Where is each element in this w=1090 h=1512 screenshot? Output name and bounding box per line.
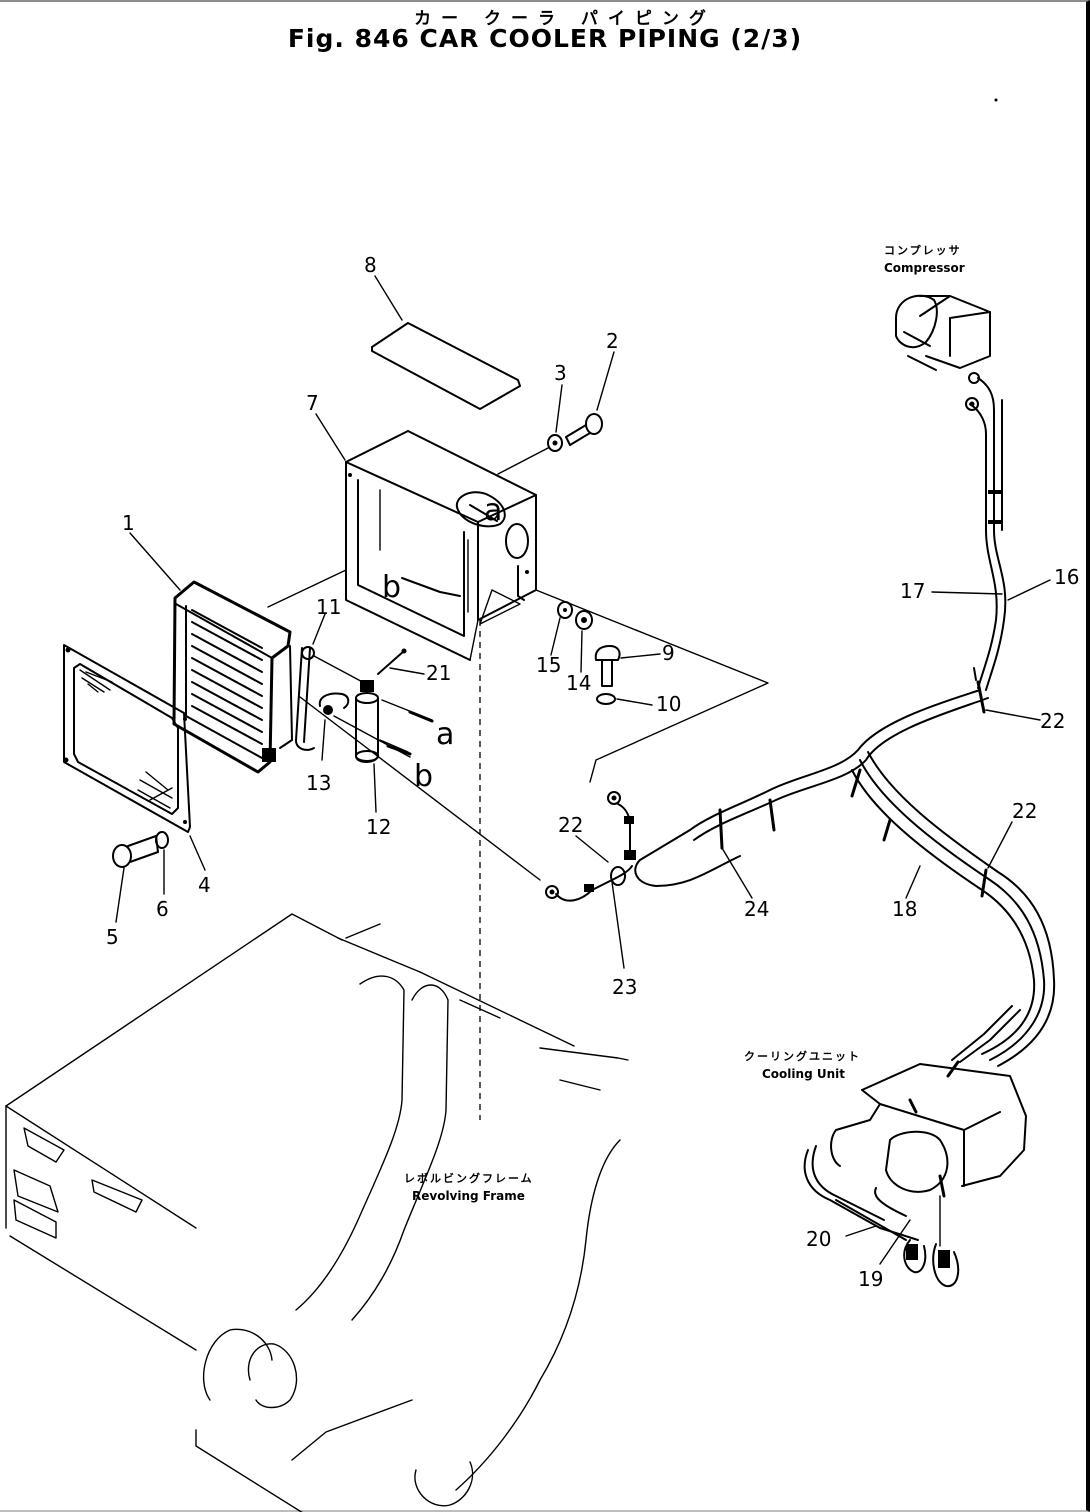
callout-15[interactable]: 15	[536, 653, 561, 677]
connection-letter-b-dryer: b	[414, 759, 433, 794]
part-10-washer[interactable]	[596, 693, 616, 705]
leader-14	[580, 630, 583, 673]
callout-4[interactable]: 4	[198, 873, 211, 897]
callout-21[interactable]: 21	[426, 661, 451, 685]
callout-1[interactable]: 1	[122, 511, 135, 535]
leader-21	[389, 667, 425, 675]
leader-22-left	[575, 835, 609, 863]
revolving-frame	[5, 913, 629, 1512]
leader-19	[879, 1219, 911, 1265]
connection-letter-a-box: a	[484, 493, 502, 528]
condenser-fins	[191, 609, 263, 745]
leader-20	[845, 1225, 877, 1237]
part-21-screw[interactable]	[377, 648, 407, 675]
part-2-bolt[interactable]	[565, 413, 603, 446]
part-6-washer[interactable]	[155, 831, 169, 849]
part-12-receiver-dryer[interactable]	[355, 680, 379, 763]
callout-13[interactable]: 13	[306, 771, 331, 795]
callout-18[interactable]: 18	[892, 897, 917, 921]
part-9-bolt[interactable]	[594, 645, 621, 687]
mount-plane-edge-front	[299, 696, 541, 881]
leader-15	[550, 617, 561, 656]
mount-plane-edge-right	[535, 589, 769, 783]
caption-cooling-unit-jp: クーリングユニット	[744, 1049, 861, 1063]
arrow-b-box	[401, 577, 461, 597]
callout-20[interactable]: 20	[806, 1227, 831, 1251]
leader-5	[115, 867, 125, 923]
leader-16	[1007, 579, 1051, 601]
leader-11	[312, 613, 326, 645]
leader-2	[596, 351, 615, 411]
callout-14[interactable]: 14	[566, 671, 591, 695]
mount-plane-edge-left	[267, 569, 347, 608]
callout-22-upper[interactable]: 22	[1040, 709, 1065, 733]
callout-12[interactable]: 12	[366, 815, 391, 839]
clamp-22-right[interactable]	[980, 868, 988, 898]
leader-22-right	[987, 821, 1013, 869]
speck	[994, 98, 998, 102]
part-23-fitting[interactable]	[610, 866, 626, 886]
part-18-hose[interactable]	[634, 689, 1056, 1067]
callout-22-right[interactable]: 22	[1012, 799, 1037, 823]
leader-24	[721, 847, 753, 899]
part-1-condenser[interactable]	[172, 580, 293, 774]
figure-title: Fig. 846 CAR COOLER PIPING (2/3)	[287, 24, 803, 53]
callout-19[interactable]: 19	[858, 1267, 883, 1291]
leader-9	[620, 653, 661, 659]
part-11-pipe[interactable]	[295, 646, 371, 751]
callout-11[interactable]: 11	[316, 595, 341, 619]
callout-16[interactable]: 16	[1054, 565, 1079, 589]
connection-letter-b-box: b	[382, 570, 401, 605]
leader-4	[189, 835, 206, 871]
callout-5[interactable]: 5	[106, 925, 119, 949]
part-8-cover-plate[interactable]	[371, 322, 521, 410]
part-15-washer[interactable]	[557, 601, 573, 619]
callout-8[interactable]: 8	[364, 253, 377, 277]
callout-2[interactable]: 2	[606, 329, 619, 353]
callout-9[interactable]: 9	[662, 641, 675, 665]
part-7-bracket-box[interactable]	[345, 430, 537, 661]
leader-1	[129, 532, 181, 591]
figure-title-japanese: カー クーラ パイピング	[414, 9, 716, 29]
part-24-clamp[interactable]	[718, 808, 724, 850]
leader-23	[611, 881, 625, 969]
callout-3[interactable]: 3	[554, 361, 567, 385]
part-16-17-hoses[interactable]	[969, 377, 1007, 691]
caption-revolving-frame-jp: レボルビングフレーム	[404, 1171, 534, 1185]
connection-letter-a-dryer: a	[436, 717, 454, 752]
caption-compressor-jp: コンプレッサ	[884, 243, 962, 257]
leader-13	[321, 719, 326, 761]
callout-7[interactable]: 7	[306, 391, 319, 415]
leader-12	[373, 763, 377, 813]
callout-22-left[interactable]: 22	[558, 813, 583, 837]
clamp-22-upper[interactable]	[973, 667, 986, 714]
leader-3	[555, 384, 563, 433]
leader-18	[905, 865, 921, 899]
part-5-bolt[interactable]	[112, 835, 159, 868]
part-14-nut[interactable]	[575, 610, 593, 630]
caption-compressor-en: Compressor	[884, 261, 965, 275]
leader-8	[374, 275, 403, 321]
caption-cooling-unit-en: Cooling Unit	[762, 1067, 845, 1081]
leader-10	[616, 698, 653, 706]
bolt-axis-line	[497, 447, 549, 475]
cooling-unit[interactable]	[803, 1005, 1027, 1288]
leader-22-upper	[985, 709, 1041, 721]
part-3-washer[interactable]	[547, 434, 563, 452]
callout-23[interactable]: 23	[612, 975, 637, 999]
part-4-grille[interactable]	[63, 644, 191, 833]
leader-7	[315, 413, 346, 461]
grille-mesh	[79, 669, 173, 809]
clamps-mid	[768, 768, 892, 842]
callout-24[interactable]: 24	[744, 897, 769, 921]
leader-17	[931, 591, 1003, 595]
callout-17[interactable]: 17	[900, 579, 925, 603]
caption-revolving-frame-en: Revolving Frame	[412, 1189, 525, 1203]
callout-10[interactable]: 10	[656, 692, 681, 716]
fitting-connectors[interactable]	[545, 791, 636, 902]
compressor[interactable]	[895, 294, 991, 411]
callout-6[interactable]: 6	[156, 897, 169, 921]
